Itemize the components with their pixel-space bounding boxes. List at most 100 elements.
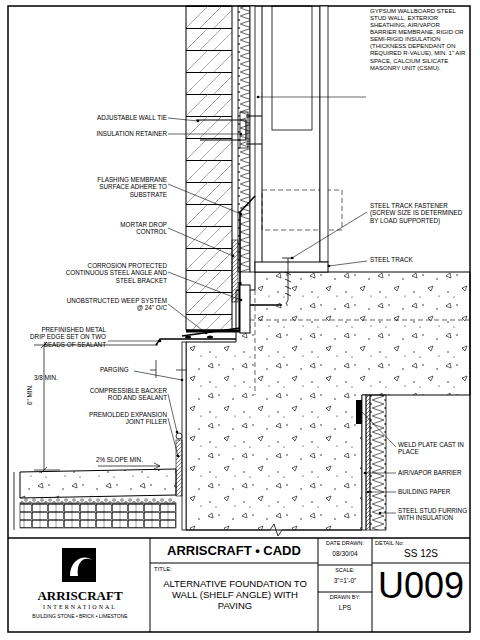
dimension-lines: [34, 342, 186, 473]
leader-lines: [365, 473, 396, 474]
leader-dots: [177, 455, 180, 458]
wall-tie: [196, 112, 262, 148]
gypsum-wallboard: [320, 6, 328, 262]
field-value: LPS: [320, 604, 370, 612]
detail-number: SS 12S: [374, 548, 468, 560]
flashing-membrane: [182, 196, 255, 336]
callout: COMPRESSIBLE BACKER ROD AND SEALANT: [74, 387, 167, 402]
sheet-frame: [8, 6, 470, 632]
leader-lines: [168, 394, 177, 432]
leader-lines: [108, 341, 160, 342]
callout: WELD PLATE CAST IN PLACE: [398, 441, 468, 456]
leader-lines: [258, 97, 366, 98]
leader-dots: [159, 340, 162, 343]
field-label: DETAIL No:: [375, 540, 465, 546]
logo-subname: INTERNATIONAL: [12, 604, 148, 611]
field-value: 08/30/04: [320, 550, 370, 558]
steel-stud: [262, 6, 342, 262]
leader-lines: [168, 118, 198, 121]
leader-dots: [367, 491, 370, 494]
leader-dots: [176, 431, 179, 434]
leader-dots: [328, 265, 331, 268]
break-lines: [14, 472, 362, 536]
logo-mark: [62, 548, 96, 582]
leader-dots: [240, 133, 243, 136]
field-label: TITLE:: [154, 566, 194, 573]
interior-wall: [366, 395, 370, 530]
leader-lines: [329, 261, 367, 266]
expansion-joint: [176, 440, 182, 496]
callout: BUILDING PAPER: [398, 488, 468, 495]
leader-lines: [380, 513, 396, 514]
logo-mark: [70, 557, 92, 576]
leader-lines: [168, 418, 178, 456]
wall-tie: [240, 112, 248, 148]
callout: STEEL TRACK: [370, 256, 466, 263]
sheet-frame: [318, 565, 372, 566]
callout: CORROSION PROTECTED CONTINUOUS STEEL ANG…: [64, 262, 167, 284]
dimension-lines: [34, 470, 60, 471]
logo-mark: [62, 548, 96, 582]
logo-tagline: BUILDING STONE • BRICK • LIMESTONE: [12, 614, 148, 620]
callout: FLASHING MEMBRANE SURFACE ADHERE TO SUBS…: [92, 176, 167, 198]
flashing-membrane: [182, 196, 255, 336]
callout: PREFINISHED METAL DRIP EDGE SET ON TWO B…: [26, 326, 106, 348]
drip-edge: [156, 339, 236, 345]
paving-slab: [20, 469, 176, 498]
wall-assembly-note: GYPSUM WALLBOARD STEEL STUD WALL, EXTERI…: [370, 8, 466, 72]
company-name: ARRISCRAFT • CADD: [152, 543, 316, 558]
paving-slab: [20, 503, 176, 528]
leader-lines: [292, 212, 367, 258]
leader-lines: [134, 371, 182, 380]
leader-dots: [240, 299, 243, 302]
expansion-joint: [176, 433, 182, 496]
field-label: DATE DRAWN:: [320, 540, 370, 546]
leader-lines: [368, 492, 396, 493]
leader-lines: [168, 134, 241, 135]
leader-lines: [168, 228, 233, 256]
leader-dots: [364, 472, 367, 475]
steel-track: [255, 262, 328, 272]
callout: STEEL STUD FURRING WITH INSULATION: [398, 507, 468, 522]
drip-edge: [156, 335, 236, 345]
track-fastener: [285, 272, 291, 296]
sheet-frame: [150, 563, 318, 564]
track-fastener: [282, 258, 294, 304]
paving-slab: [20, 498, 176, 503]
callout: INSULATION RETAINER: [62, 130, 167, 137]
concrete-foundation: [250, 320, 470, 321]
sheet-frame: [372, 563, 470, 564]
dimension-lines: [150, 370, 186, 371]
shelf-angle: [186, 282, 282, 333]
track-fastener: [282, 258, 294, 304]
mortar-drop-control: [232, 240, 238, 302]
sheet-frame: [8, 537, 470, 539]
slope-note: 2% SLOPE MIN.: [96, 456, 166, 463]
leader-lines: [360, 410, 396, 447]
steel-stud: [262, 6, 263, 262]
shelf-angle: [250, 304, 282, 306]
sheet-frame: [318, 538, 319, 632]
sheet-title: ALTERNATIVE FOUNDATION TO WALL (SHELF AN…: [154, 578, 316, 612]
field-label: DRAWN BY:: [320, 594, 370, 600]
callout: PREMOLDED EXPANSION JOINT FILLER: [74, 411, 167, 426]
logo-name: ARRISCRAFT: [12, 588, 148, 603]
callout: AIR/VAPOR BARRIER: [398, 469, 468, 476]
callout: MORTAR DROP CONTROL: [92, 221, 167, 236]
sheet-frame: [318, 592, 372, 593]
leader-dots: [197, 120, 200, 123]
sheet-frame: [8, 6, 470, 632]
leader-dots: [379, 512, 382, 515]
paving-slab: [20, 469, 176, 528]
dimension-text: 3/8 MIN.: [34, 374, 74, 381]
leader-dots: [205, 332, 208, 335]
leader-dots: [257, 96, 260, 99]
break-lines: [14, 472, 362, 536]
sheet-number: U009: [374, 568, 468, 604]
drip-edge: [185, 335, 191, 338]
leader-lines: [168, 304, 206, 333]
interior-wall: [356, 400, 362, 424]
dimension-text: 6" MIN.: [26, 375, 33, 415]
callout: STEEL TRACK FASTENER (SCREW SIZE IS DETE…: [370, 202, 466, 224]
